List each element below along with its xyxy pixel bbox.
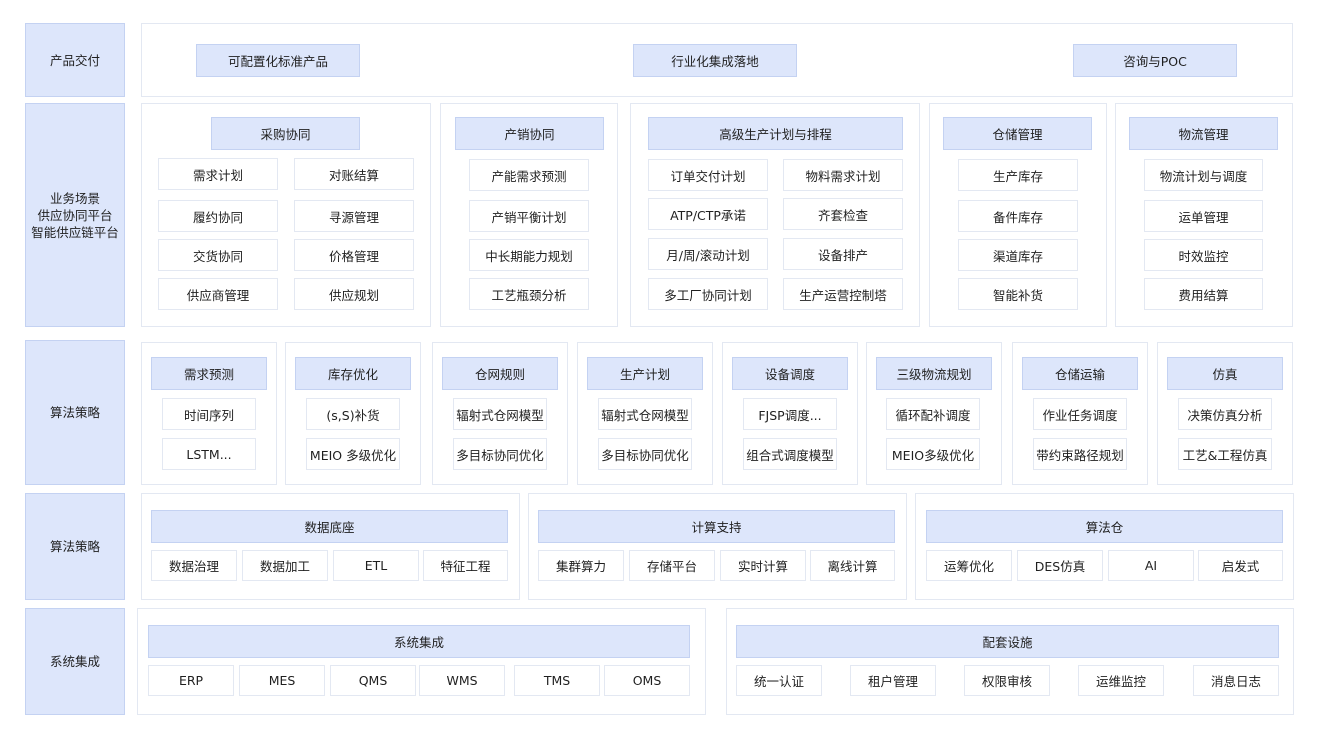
- aps-item: 设备排产: [783, 238, 903, 270]
- sales-item: 中长期能力规划: [469, 239, 589, 271]
- platform-item: 特征工程: [423, 550, 508, 581]
- platform-item: 数据治理: [151, 550, 237, 581]
- procurement-item: 对账结算: [294, 158, 414, 190]
- aps-item: 订单交付计划: [648, 159, 768, 191]
- aps-item: 多工厂协同计划: [648, 278, 768, 310]
- sales-item: 产销平衡计划: [469, 200, 589, 232]
- aps-header: 高级生产计划与排程: [648, 117, 903, 150]
- procurement-item: 供应规划: [294, 278, 414, 310]
- platform-header: 计算支持: [538, 510, 895, 543]
- warehouse-item: 备件库存: [958, 200, 1078, 232]
- warehouse-header: 仓储管理: [943, 117, 1092, 150]
- algo-item: 辐射式仓网模型: [598, 398, 692, 430]
- integration-header: 系统集成: [148, 625, 690, 658]
- platform-item: ETL: [333, 550, 419, 581]
- integration-item: 统一认证: [736, 665, 822, 696]
- integration-item: 运维监控: [1078, 665, 1164, 696]
- integration-item: 租户管理: [850, 665, 936, 696]
- procurement-item: 供应商管理: [158, 278, 278, 310]
- algo-header: 仿真: [1167, 357, 1283, 390]
- algo-header: 三级物流规划: [876, 357, 992, 390]
- integration-item: QMS: [330, 665, 416, 696]
- platform-item: 离线计算: [810, 550, 895, 581]
- platform-item: DES仿真: [1017, 550, 1103, 581]
- algo-header: 生产计划: [587, 357, 703, 390]
- logistics-item: 费用结算: [1144, 278, 1263, 310]
- aps-item: 物料需求计划: [783, 159, 903, 191]
- platform-item: 数据加工: [242, 550, 328, 581]
- integration-item: ERP: [148, 665, 234, 696]
- row-label-business: 业务场景 供应协同平台 智能供应链平台: [25, 103, 125, 327]
- algo-item: 多目标协同优化: [598, 438, 692, 470]
- procurement-item: 履约协同: [158, 200, 278, 232]
- algo-item: (s,S)补货: [306, 398, 400, 430]
- aps-item: ATP/CTP承诺: [648, 198, 768, 230]
- integration-item: 消息日志: [1193, 665, 1279, 696]
- algo-item: 带约束路径规划: [1033, 438, 1127, 470]
- delivery-item-consulting-poc: 咨询与POC: [1073, 44, 1237, 77]
- algo-item: 组合式调度模型: [743, 438, 837, 470]
- platform-header: 数据底座: [151, 510, 508, 543]
- integration-item: TMS: [514, 665, 600, 696]
- row-label-integration: 系统集成: [25, 608, 125, 715]
- algo-header: 仓储运输: [1022, 357, 1138, 390]
- algo-header: 设备调度: [732, 357, 848, 390]
- procurement-item: 需求计划: [158, 158, 278, 190]
- platform-item: AI: [1108, 550, 1194, 581]
- algo-header: 库存优化: [295, 357, 411, 390]
- algo-item: MEIO 多级优化: [306, 438, 400, 470]
- warehouse-item: 生产库存: [958, 159, 1078, 191]
- procurement-item: 寻源管理: [294, 200, 414, 232]
- sales-item: 产能需求预测: [469, 159, 589, 191]
- integration-item: 权限审核: [964, 665, 1050, 696]
- aps-item: 月/周/滚动计划: [648, 238, 768, 270]
- warehouse-item: 智能补货: [958, 278, 1078, 310]
- logistics-item: 物流计划与调度: [1144, 159, 1263, 191]
- algo-item: 工艺&工程仿真: [1178, 438, 1272, 470]
- procurement-item: 价格管理: [294, 239, 414, 271]
- algo-header: 仓网规则: [442, 357, 558, 390]
- procurement-header: 采购协同: [211, 117, 360, 150]
- platform-item: 运筹优化: [926, 550, 1012, 581]
- algo-header: 需求预测: [151, 357, 267, 390]
- logistics-item: 运单管理: [1144, 200, 1263, 232]
- integration-item: OMS: [604, 665, 690, 696]
- logistics-item: 时效监控: [1144, 239, 1263, 271]
- integration-item: WMS: [419, 665, 505, 696]
- row-label-algorithm: 算法策略: [25, 340, 125, 485]
- algo-item: LSTM...: [162, 438, 256, 470]
- logistics-header: 物流管理: [1129, 117, 1278, 150]
- integration-header: 配套设施: [736, 625, 1279, 658]
- platform-item: 集群算力: [538, 550, 624, 581]
- algo-item: FJSP调度...: [743, 398, 837, 430]
- delivery-item-standard-product: 可配置化标准产品: [196, 44, 360, 77]
- warehouse-item: 渠道库存: [958, 239, 1078, 271]
- row-label-delivery: 产品交付: [25, 23, 125, 97]
- sales-item: 工艺瓶颈分析: [469, 278, 589, 310]
- row-label-platform: 算法策略: [25, 493, 125, 600]
- algo-item: 作业任务调度: [1033, 398, 1127, 430]
- sales-header: 产销协同: [455, 117, 604, 150]
- platform-item: 启发式: [1198, 550, 1283, 581]
- platform-item: 实时计算: [720, 550, 806, 581]
- aps-item: 生产运营控制塔: [783, 278, 903, 310]
- algo-item: 时间序列: [162, 398, 256, 430]
- algo-item: 循环配补调度: [886, 398, 980, 430]
- platform-header: 算法仓: [926, 510, 1283, 543]
- integration-item: MES: [239, 665, 325, 696]
- delivery-item-industry-integration: 行业化集成落地: [633, 44, 797, 77]
- algo-item: 决策仿真分析: [1178, 398, 1272, 430]
- aps-item: 齐套检查: [783, 198, 903, 230]
- algo-item: 辐射式仓网模型: [453, 398, 547, 430]
- algo-item: 多目标协同优化: [453, 438, 547, 470]
- algo-item: MEIO多级优化: [886, 438, 980, 470]
- procurement-item: 交货协同: [158, 239, 278, 271]
- platform-item: 存储平台: [629, 550, 715, 581]
